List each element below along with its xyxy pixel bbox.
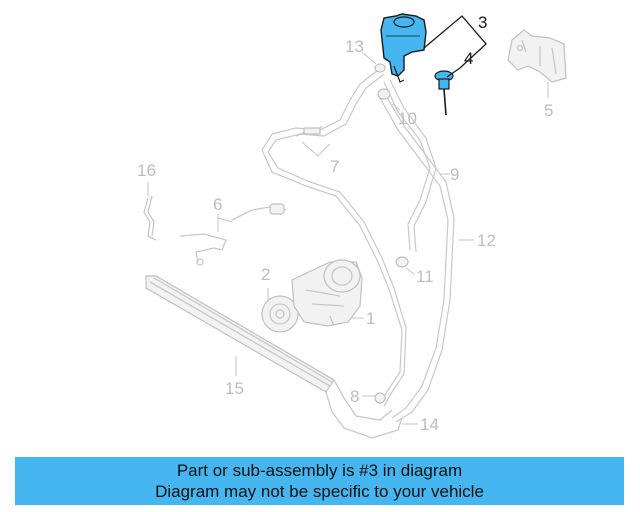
callout-5: 5: [544, 101, 553, 120]
callout-2: 2: [261, 265, 270, 284]
power-steering-pump: [261, 259, 363, 333]
banner-line-2: Diagram may not be specific to your vehi…: [155, 482, 484, 501]
hose-16: [143, 195, 157, 241]
hoses: [261, 63, 455, 423]
reservoir-cap[interactable]: [434, 70, 454, 116]
callout-leaders: [147, 51, 549, 425]
info-banner: Part or sub-assembly is #3 in diagram Di…: [15, 457, 624, 505]
callout-14: 14: [420, 415, 439, 434]
callout-10: 10: [398, 109, 417, 128]
callout-leaders-highlighted: [423, 15, 487, 78]
callout-8: 8: [350, 387, 359, 406]
callout-13: 13: [345, 37, 364, 56]
callout-7: 7: [330, 157, 339, 176]
callout-16: 16: [137, 161, 156, 180]
callout-1: 1: [366, 309, 375, 328]
mounting-bracket: [507, 29, 567, 83]
reservoir-highlighted[interactable]: [380, 13, 427, 83]
callout-4[interactable]: 4: [464, 49, 473, 68]
oil-cooler: [145, 275, 403, 439]
callout-6: 6: [213, 195, 222, 214]
pipe-7: [295, 125, 323, 137]
pipe-6: [179, 203, 287, 266]
callout-12: 12: [477, 231, 496, 250]
callout-9: 9: [450, 165, 459, 184]
banner-line-1: Part or sub-assembly is #3 in diagram: [176, 461, 463, 480]
callout-15: 15: [225, 379, 244, 398]
callout-numbers: 1 2 5 6 7 8 9 10 11 12 13 14 15 16: [137, 37, 553, 434]
callout-3[interactable]: 3: [478, 13, 487, 32]
callout-11: 11: [416, 267, 434, 286]
callout-numbers-highlighted: 3 4: [464, 13, 487, 68]
